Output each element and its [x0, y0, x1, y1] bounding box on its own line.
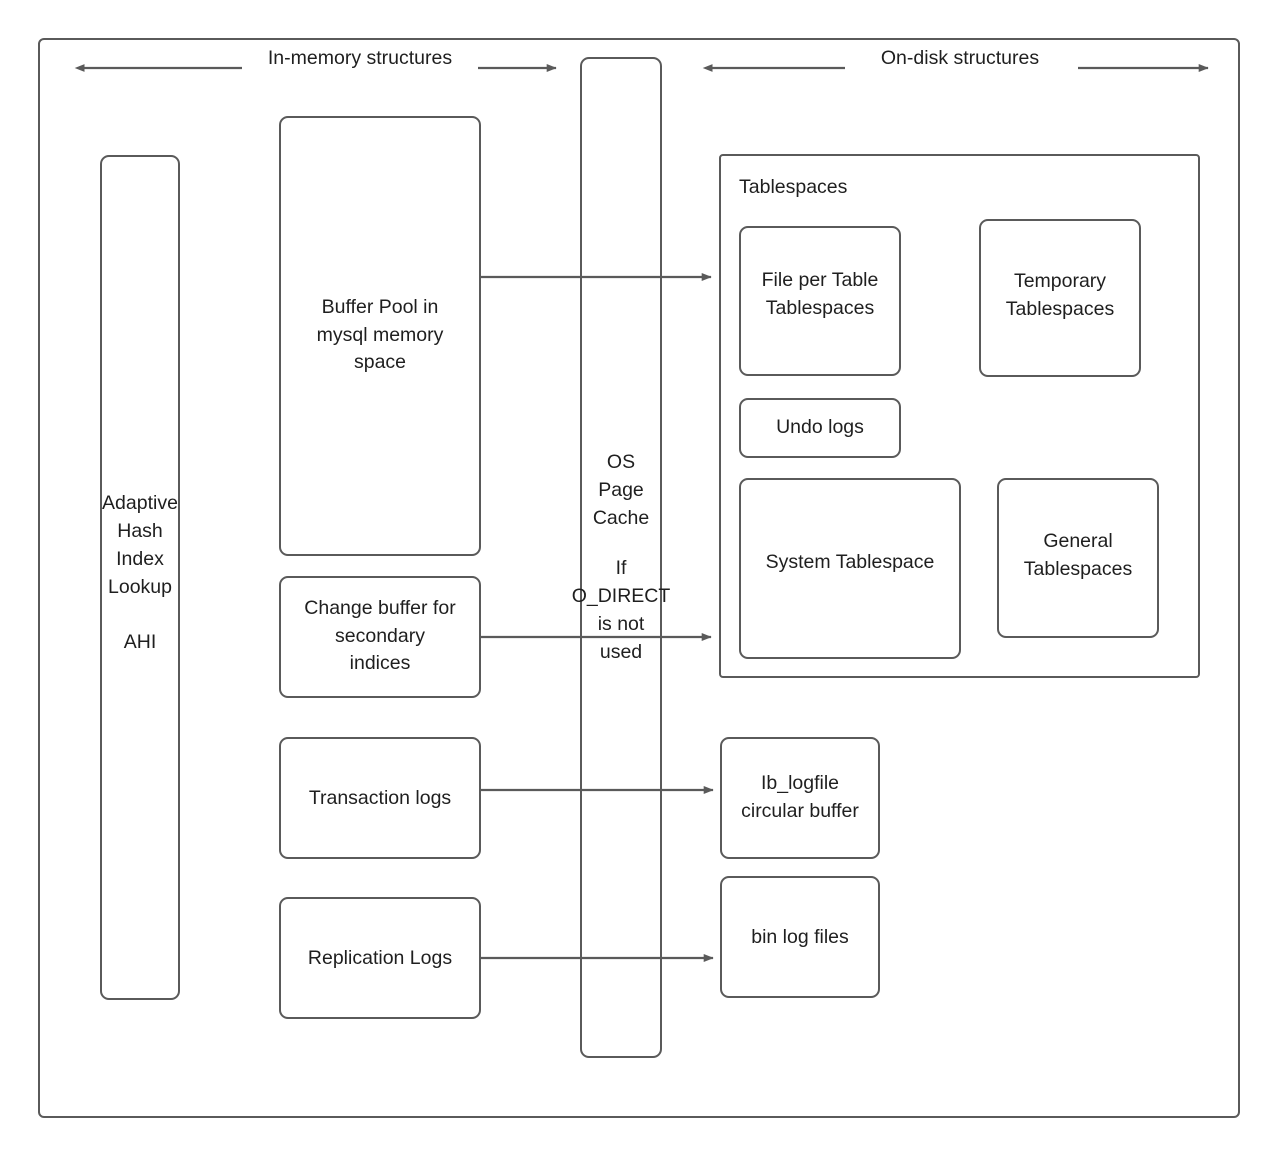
tablespaces-group-label: Tablespaces — [739, 176, 848, 198]
general-tablespaces-box[interactable] — [997, 478, 1159, 638]
undo-logs-box[interactable] — [739, 398, 901, 458]
undo-logs-label: Undo logs — [776, 416, 864, 438]
transaction-logs-box[interactable] — [279, 737, 481, 859]
buffer-pool-label: Buffer Pool in mysql memory space — [316, 296, 444, 374]
change-buffer-label: Change buffer for secondary indices — [304, 597, 456, 675]
bin-log-files-box[interactable] — [720, 876, 880, 998]
tablespaces-group — [719, 154, 1200, 678]
system-tablespace-label: System Tablespace — [765, 551, 935, 573]
transaction-logs-label: Transaction logs — [308, 787, 452, 809]
header-label-on-disk: On-disk structures — [880, 47, 1040, 69]
os-page-cache-condition: If O_DIRECT is not used — [571, 557, 671, 663]
general-tablespaces-label: General Tablespaces — [1023, 530, 1133, 580]
file-per-table-tablespaces-box[interactable] — [739, 226, 901, 376]
header-label-in-memory: In-memory structures — [267, 47, 453, 69]
temporary-tablespaces-label: Temporary Tablespaces — [1005, 270, 1115, 320]
outer-frame — [38, 38, 1240, 1118]
ib-logfile-box[interactable] — [720, 737, 880, 859]
bin-log-files-label: bin log files — [751, 926, 849, 948]
replication-logs-label: Replication Logs — [307, 947, 453, 969]
os-page-cache-box[interactable] — [580, 57, 662, 1058]
change-buffer-box[interactable] — [279, 576, 481, 698]
adaptive-hash-index-box[interactable] — [100, 155, 180, 1000]
file-per-table-tablespaces-label: File per Table Tablespaces — [761, 269, 879, 319]
temporary-tablespaces-box[interactable] — [979, 219, 1141, 377]
replication-logs-box[interactable] — [279, 897, 481, 1019]
ib-logfile-label: Ib_logfile circular buffer — [741, 772, 859, 822]
buffer-pool-box[interactable] — [279, 116, 481, 556]
adaptive-hash-index-label: Adaptive Hash Index Lookup AHI — [102, 492, 178, 654]
os-page-cache-title: OS Page Cache — [592, 451, 650, 529]
system-tablespace-box[interactable] — [739, 478, 961, 659]
